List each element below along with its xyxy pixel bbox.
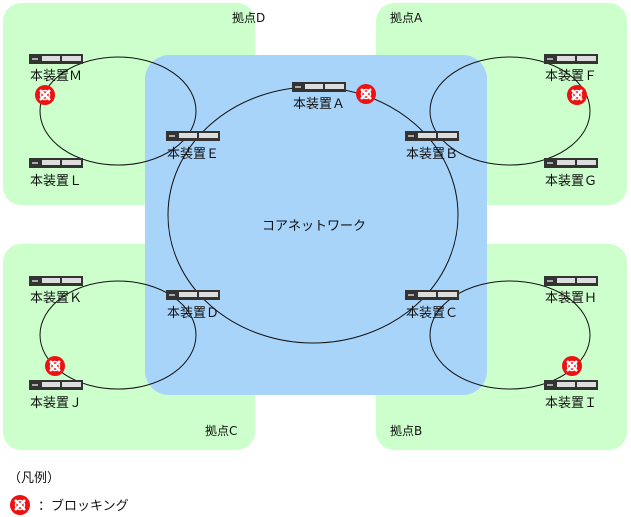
- blocking-icon-site-c: [43, 354, 67, 378]
- device-g-label: 本装置Ｇ: [545, 174, 597, 189]
- device-k[interactable]: 本装置Ｋ: [29, 276, 83, 306]
- device-e[interactable]: 本装置Ｅ: [166, 131, 220, 162]
- device-d[interactable]: 本装置Ｄ: [166, 290, 220, 321]
- blocking-icon-site-a: [565, 83, 589, 107]
- site-b-label: 拠点B: [390, 424, 422, 438]
- site-d-label: 拠点D: [232, 11, 265, 25]
- legend-title: （凡例）: [8, 471, 60, 486]
- site-b-ring: [429, 280, 591, 390]
- legend-blocking-icon: [8, 493, 32, 517]
- device-g[interactable]: 本装置Ｇ: [544, 158, 598, 189]
- device-j-label: 本装置Ｊ: [30, 396, 82, 411]
- site-a-ring: [429, 56, 591, 166]
- device-m-label: 本装置Ｍ: [30, 69, 82, 84]
- blocking-icon-site-d: [33, 83, 57, 107]
- device-i-label: 本装置Ｉ: [545, 396, 597, 411]
- device-l-label: 本装置Ｌ: [30, 174, 82, 189]
- device-b[interactable]: 本装置Ｂ: [405, 131, 459, 162]
- device-j[interactable]: 本装置Ｊ: [29, 380, 83, 411]
- device-k-label: 本装置Ｋ: [30, 291, 82, 306]
- device-i[interactable]: 本装置Ｉ: [544, 380, 598, 411]
- device-c-label: 本装置Ｃ: [406, 306, 458, 321]
- site-a-label: 拠点A: [390, 11, 423, 25]
- device-l[interactable]: 本装置Ｌ: [29, 158, 83, 189]
- device-e-label: 本装置Ｅ: [167, 147, 219, 162]
- device-a[interactable]: 本装置Ａ: [292, 82, 346, 112]
- device-d-label: 本装置Ｄ: [167, 306, 219, 321]
- device-a-label: 本装置Ａ: [293, 97, 345, 112]
- device-h[interactable]: 本装置Ｈ: [544, 276, 598, 306]
- site-d-ring: [39, 56, 197, 166]
- device-f-label: 本装置Ｆ: [545, 69, 597, 84]
- site-c-ring: [39, 280, 197, 390]
- device-h-label: 本装置Ｈ: [545, 291, 597, 306]
- core-network-label: コアネットワーク: [262, 219, 366, 234]
- device-b-label: 本装置Ｂ: [406, 147, 458, 162]
- blocking-icon-site-b: [560, 354, 584, 378]
- legend-blocking-label: ：ブロッキング: [38, 498, 129, 514]
- core-network-area: [145, 55, 487, 395]
- device-m[interactable]: 本装置Ｍ: [29, 54, 83, 84]
- site-c-label: 拠点C: [205, 424, 237, 438]
- blocking-icon-core: [354, 82, 378, 106]
- device-c[interactable]: 本装置Ｃ: [405, 290, 459, 321]
- device-f[interactable]: 本装置Ｆ: [544, 54, 598, 84]
